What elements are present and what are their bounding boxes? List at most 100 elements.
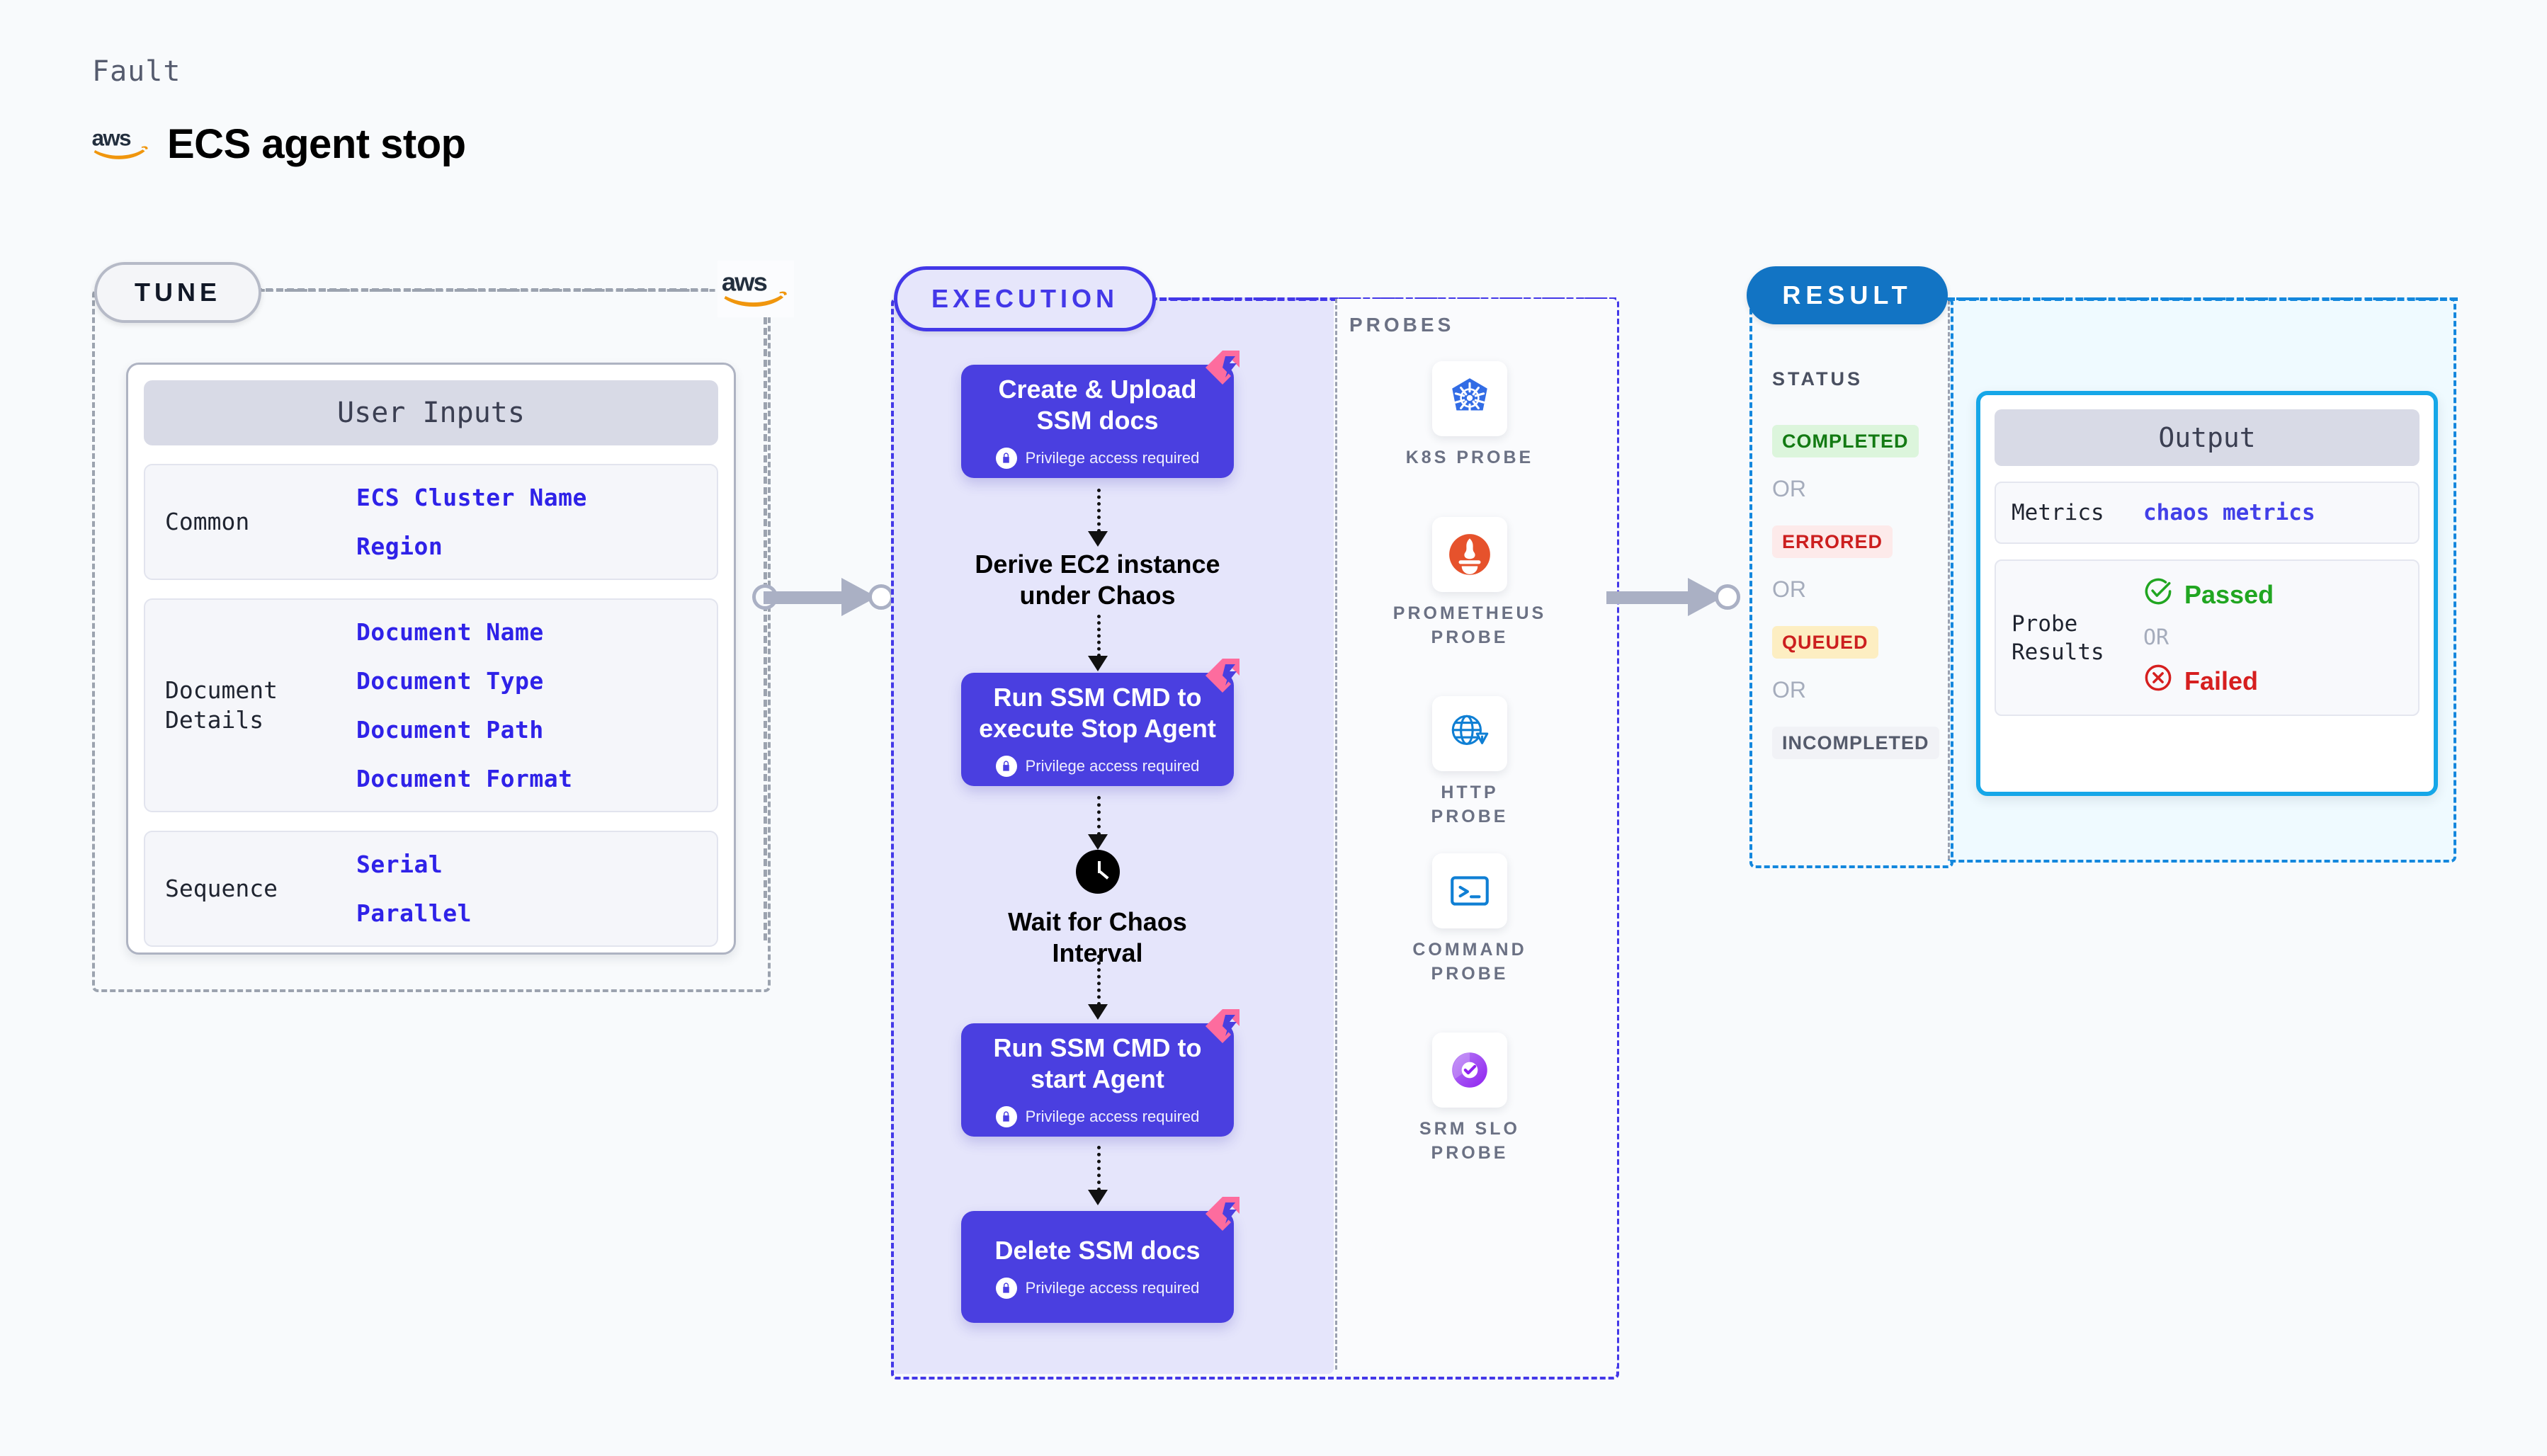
probe-result-failed-label: Failed: [2184, 666, 2259, 695]
output-row-probe-results: Probe Results Passed OR: [1995, 559, 2420, 717]
node-title-line1: Wait for Chaos: [1008, 907, 1187, 936]
connector-3-head: [1088, 834, 1108, 850]
probe-item-prometheus[interactable]: PROMETHEUS PROBE: [1393, 517, 1543, 650]
execution-node-delete-ssm-docs[interactable]: Delete SSM docs Privilege access require…: [961, 1197, 1240, 1323]
probe-item-http[interactable]: HTTP PROBE: [1399, 696, 1541, 829]
user-inputs-card-header: User Inputs: [144, 380, 718, 445]
connector-4: [1097, 955, 1101, 1006]
probe-result-passed-label: Passed: [2184, 579, 2274, 609]
output-label-metrics: Metrics: [2012, 500, 2104, 525]
input-field-document-name[interactable]: Document Name: [356, 618, 544, 646]
arrow-head-ring: [1715, 584, 1740, 610]
node-title-line2: execute Stop Agent: [979, 714, 1216, 743]
connector-1-head: [1088, 531, 1108, 547]
execution-node-wait-for-chaos-interval: Wait for Chaos Interval: [961, 850, 1234, 969]
input-field-document-type[interactable]: Document Type: [356, 667, 544, 695]
probe-item-command[interactable]: COMMAND PROBE: [1399, 853, 1541, 986]
privilege-note-text: Privilege access required: [1025, 448, 1200, 467]
execution-node-run-ssm-cmd-stop-agent[interactable]: Run SSM CMD to execute Stop Agent Privil…: [961, 659, 1240, 786]
privilege-note-text: Privilege access required: [1025, 756, 1200, 775]
row-label-line1: Document: [165, 676, 278, 704]
http-globe-icon: [1432, 696, 1507, 771]
privilege-note: Privilege access required: [995, 447, 1200, 469]
result-inner-divider: [1948, 300, 1950, 860]
row-label-sequence: Sequence: [165, 874, 278, 902]
terminal-icon: [1432, 853, 1507, 928]
probes-section-title: PROBES: [1349, 314, 1455, 336]
node-title-line2: start Agent: [1031, 1064, 1164, 1093]
execution-node-create-upload-ssm-docs[interactable]: Create & Upload SSM docs Privilege acces…: [961, 351, 1240, 478]
arrow-execution-to-result: [1606, 578, 1740, 616]
privilege-note: Privilege access required: [995, 1277, 1199, 1299]
tune-stage-badge[interactable]: TUNE: [94, 262, 261, 323]
tune-right-dashed-edge: [764, 317, 767, 940]
user-inputs-row-sequence: Sequence Serial Parallel: [144, 831, 718, 947]
execution-stage-label: EXECUTION: [931, 284, 1119, 313]
arrow-tune-to-execution: [752, 578, 894, 616]
row-label-common: Common: [165, 507, 250, 535]
user-inputs-row-document-details: Document Details Document Name Document …: [144, 598, 718, 812]
probe-result-or: OR: [2143, 625, 2169, 651]
probe-label: HTTP PROBE: [1399, 781, 1541, 829]
output-value-chaos-metrics[interactable]: chaos metrics: [2143, 500, 2315, 526]
status-badge-errored: ERRORED: [1772, 525, 1893, 558]
connector-3: [1097, 796, 1101, 836]
node-title-line1: Run SSM CMD to: [993, 683, 1202, 712]
output-row-metrics: Metrics chaos metrics: [1995, 482, 2420, 545]
node-title-line2: SSM docs: [1036, 406, 1159, 435]
node-title-line1: Run SSM CMD to: [993, 1033, 1202, 1063]
execution-stage-badge[interactable]: EXECUTION: [894, 266, 1156, 331]
probe-item-srm-slo[interactable]: SRM SLO PROBE: [1399, 1033, 1541, 1166]
status-badge-queued: QUEUED: [1772, 626, 1878, 659]
probe-label-line2: PROBE: [1431, 627, 1509, 647]
input-field-document-format[interactable]: Document Format: [356, 765, 573, 792]
input-field-ecs-cluster-name[interactable]: ECS Cluster Name: [356, 484, 587, 511]
connector-4-head: [1088, 1004, 1108, 1020]
check-circle-icon: [2143, 576, 2173, 613]
output-label-line1: Probe: [2012, 610, 2078, 637]
execution-node-derive-ec2-instance: Derive EC2 instance under Chaos: [961, 549, 1234, 611]
lock-icon: [995, 447, 1017, 469]
probe-item-k8s[interactable]: K8S PROBE: [1399, 361, 1541, 470]
input-field-parallel[interactable]: Parallel: [356, 899, 472, 927]
arrow-shaft: [764, 591, 845, 604]
probe-label-line2: PROBE: [1431, 963, 1509, 984]
input-field-region[interactable]: Region: [356, 533, 443, 560]
srm-slo-icon: [1432, 1033, 1507, 1108]
status-or-1: OR: [1772, 476, 1806, 501]
node-title-line1: Derive EC2 instance: [975, 550, 1220, 579]
arrow-shaft: [1606, 591, 1691, 604]
user-inputs-title: User Inputs: [337, 397, 525, 429]
output-title: Output: [2158, 422, 2256, 453]
page-title: ECS agent stop: [167, 121, 466, 167]
status-or-3: OR: [1772, 677, 1806, 703]
status-or-2: OR: [1772, 576, 1806, 602]
lock-icon: [995, 1277, 1017, 1299]
input-field-serial[interactable]: Serial: [356, 851, 443, 878]
input-field-document-path[interactable]: Document Path: [356, 716, 544, 744]
clock-icon: [1075, 850, 1120, 894]
connector-2: [1097, 615, 1101, 657]
probe-label: COMMAND PROBE: [1412, 938, 1526, 986]
prometheus-icon: [1432, 517, 1507, 592]
status-section-title: STATUS: [1772, 368, 1863, 389]
execution-node-run-ssm-cmd-start-agent[interactable]: Run SSM CMD to start Agent Privilege acc…: [961, 1009, 1240, 1137]
result-stage-badge[interactable]: RESULT: [1747, 266, 1948, 324]
probe-result-passed: Passed: [2143, 576, 2274, 613]
probes-subpanel: [1335, 299, 1617, 1370]
probe-label-line1: K8S PROBE: [1405, 448, 1534, 467]
probe-label-line1: HTTP PROBE: [1431, 783, 1509, 826]
status-badge-completed: COMPLETED: [1772, 425, 1919, 457]
connector-5: [1097, 1146, 1101, 1191]
probe-label: PROMETHEUS PROBE: [1393, 602, 1546, 650]
kubernetes-icon: [1432, 361, 1507, 436]
probe-label: SRM SLO PROBE: [1419, 1117, 1520, 1166]
connector-1: [1097, 489, 1101, 533]
probe-label-line1: COMMAND: [1412, 940, 1527, 960]
lock-icon: [995, 1105, 1017, 1127]
litmus-chaos-icon: [1204, 1195, 1244, 1232]
connector-5-head: [1088, 1190, 1108, 1205]
result-stage-label: RESULT: [1782, 280, 1912, 309]
lock-icon: [995, 755, 1017, 777]
svg-text:aws: aws: [722, 268, 767, 297]
